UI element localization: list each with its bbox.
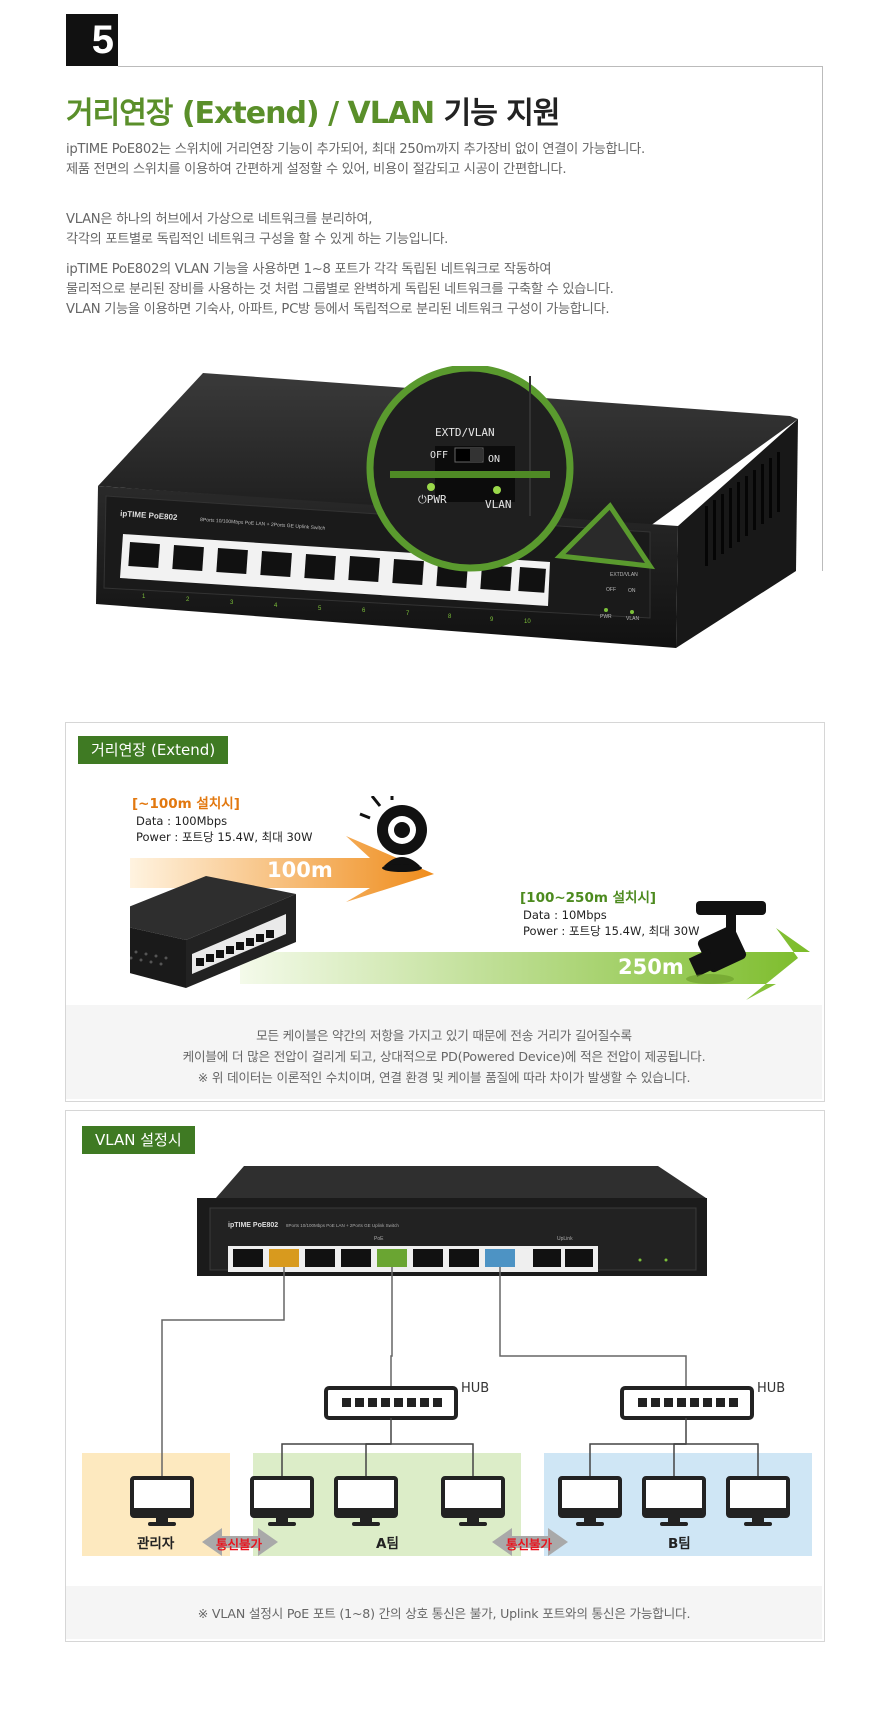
extend-short-power: Power : 포트당 15.4W, 최대 30W xyxy=(136,830,313,844)
product-model: PoE802 xyxy=(148,511,178,522)
port-number-7: 7 xyxy=(406,611,410,617)
title-black: 기능 지원 xyxy=(443,96,561,131)
blocked-label-1: 통신불가 xyxy=(216,1537,263,1552)
port-number-4: 4 xyxy=(274,603,278,609)
blocked-arrow-1 xyxy=(202,1528,278,1556)
port-number-9: 9 xyxy=(490,617,494,623)
extend-note-2: 케이블에 더 많은 전압이 걸리게 되고, 상대적으로 PD(Powered D… xyxy=(182,1049,706,1064)
vlan-network-diagram: ipTIME PoE802 8Ports 10/100Mbps PoE LAN … xyxy=(130,1166,790,1556)
vlan-section-label: VLAN 설정시 xyxy=(82,1126,195,1154)
extend-distance-diagram xyxy=(130,796,810,1000)
vlan-port-admin xyxy=(269,1249,299,1267)
extend-short-data: Data : 100Mbps xyxy=(136,814,228,828)
vlan-product-model: PoE802 xyxy=(253,1222,278,1229)
small-pwr-label: PWR xyxy=(600,614,612,620)
frame-top-line xyxy=(118,66,822,67)
zoom-pwr-label: PWR xyxy=(427,493,447,506)
small-on-label: ON xyxy=(628,588,636,594)
cctv-camera-icon xyxy=(686,901,766,984)
team-b-label: B팀 xyxy=(668,1536,691,1552)
svg-text:⏻PWR: ⏻PWR xyxy=(418,493,447,506)
section-number-badge: 5 xyxy=(66,14,118,66)
team-a-label: A팀 xyxy=(376,1536,399,1552)
extend-note-1: 모든 케이블은 약간의 저항을 가지고 있기 때문에 전송 거리가 길어질수록 xyxy=(256,1028,632,1043)
vlan-product-desc: 8Ports 10/100Mbps PoE LAN + 2Ports GE Up… xyxy=(286,1223,399,1228)
title-green: 거리연장 (Extend) / VLAN xyxy=(66,96,444,131)
arrow-250m xyxy=(240,928,810,1000)
hub-a-label: HUB xyxy=(461,1381,490,1396)
intro-line-7: VLAN 기능을 이용하면 기숙사, 아파트, PC방 등에서 독립적으로 분리… xyxy=(66,302,610,317)
svg-text:ipTIME PoE802: ipTIME PoE802 xyxy=(120,509,178,522)
extend-section-label: 거리연장 (Extend) xyxy=(78,736,229,764)
vlan-port-team-a xyxy=(377,1249,407,1267)
port-number-3: 3 xyxy=(230,600,234,606)
blocked-label-2: 통신불가 xyxy=(506,1537,553,1552)
intro-line-2: 제품 전면의 스위치를 이용하여 간편하게 설정할 수 있어, 비용이 절감되고… xyxy=(66,162,567,177)
intro-line-4: 각각의 포트별로 독립적인 네트워크 구성을 할 수 있게 하는 기능입니다. xyxy=(66,232,449,247)
zoom-vlan-label: VLAN xyxy=(485,498,512,511)
extend-note-3: ※ 위 데이터는 이론적인 수치이며, 연결 환경 및 케이블 품질에 따라 차… xyxy=(197,1070,691,1085)
port-number-8: 8 xyxy=(448,614,452,620)
webcam-icon xyxy=(359,796,427,872)
vlan-note-box xyxy=(66,1586,822,1639)
vlan-note: ※ VLAN 설정시 PoE 포트 (1~8) 간의 상호 통신은 불가, Up… xyxy=(197,1606,691,1621)
admin-label: 관리자 xyxy=(137,1536,175,1552)
extend-long-heading: [100~250m 설치시] xyxy=(520,890,657,906)
small-extd-label: EXTD/VLAN xyxy=(610,572,638,578)
extend-note-box xyxy=(66,1005,822,1099)
vlan-product-brand: ipTIME xyxy=(228,1222,251,1229)
product-switch-illustration: ipTIME PoE802 8Ports 10/100Mbps PoE LAN … xyxy=(96,366,798,648)
zoom-off-label: OFF xyxy=(430,450,448,461)
intro-line-1: ipTIME PoE802는 스위치에 거리연장 기능이 추가되어, 최대 25… xyxy=(66,142,645,157)
small-switch-icon xyxy=(130,876,296,988)
small-vlan-label: VLAN xyxy=(626,616,639,622)
port-number-2: 2 xyxy=(186,597,190,603)
vlan-poe-label: PoE xyxy=(374,1236,384,1242)
product-brand: ipTIME xyxy=(120,509,147,520)
hub-a-icon xyxy=(324,1386,458,1420)
port-number-6: 6 xyxy=(362,608,366,614)
intro-line-5: ipTIME PoE802의 VLAN 기능을 사용하면 1~8 포트가 각각 … xyxy=(66,262,552,277)
vlan-uplink-label: UpLink xyxy=(557,1236,573,1242)
port-number-10: 10 xyxy=(524,619,531,625)
zoom-extd-vlan-label: EXTD/VLAN xyxy=(435,426,495,439)
svg-text:ipTIME PoE802: ipTIME PoE802 xyxy=(228,1222,278,1229)
blocked-arrow-2 xyxy=(492,1528,568,1556)
distance-100m-label: 100m xyxy=(267,858,333,882)
small-off-label: OFF xyxy=(606,587,616,593)
zoom-on-label: ON xyxy=(488,454,500,465)
vlan-port-team-b xyxy=(485,1249,515,1267)
frame-right-line xyxy=(822,66,823,571)
hub-b-label: HUB xyxy=(757,1381,786,1396)
distance-250m-label: 250m xyxy=(618,955,684,979)
intro-line-3: VLAN은 하나의 허브에서 가상으로 네트워크를 분리하여, xyxy=(66,212,373,227)
port-number-5: 5 xyxy=(318,606,322,612)
extend-short-heading: [~100m 설치시] xyxy=(132,796,240,812)
extend-long-power: Power : 포트당 15.4W, 최대 30W xyxy=(523,924,700,938)
page-title: 거리연장 (Extend) / VLAN 기능 지원 xyxy=(66,88,561,132)
intro-line-6: 물리적으로 분리된 장비를 사용하는 것 처럼 그룹별로 완벽하게 독립된 네트… xyxy=(66,282,614,297)
hub-b-icon xyxy=(620,1386,754,1420)
port-number-1: 1 xyxy=(142,594,146,600)
extend-long-data: Data : 10Mbps xyxy=(523,908,607,922)
